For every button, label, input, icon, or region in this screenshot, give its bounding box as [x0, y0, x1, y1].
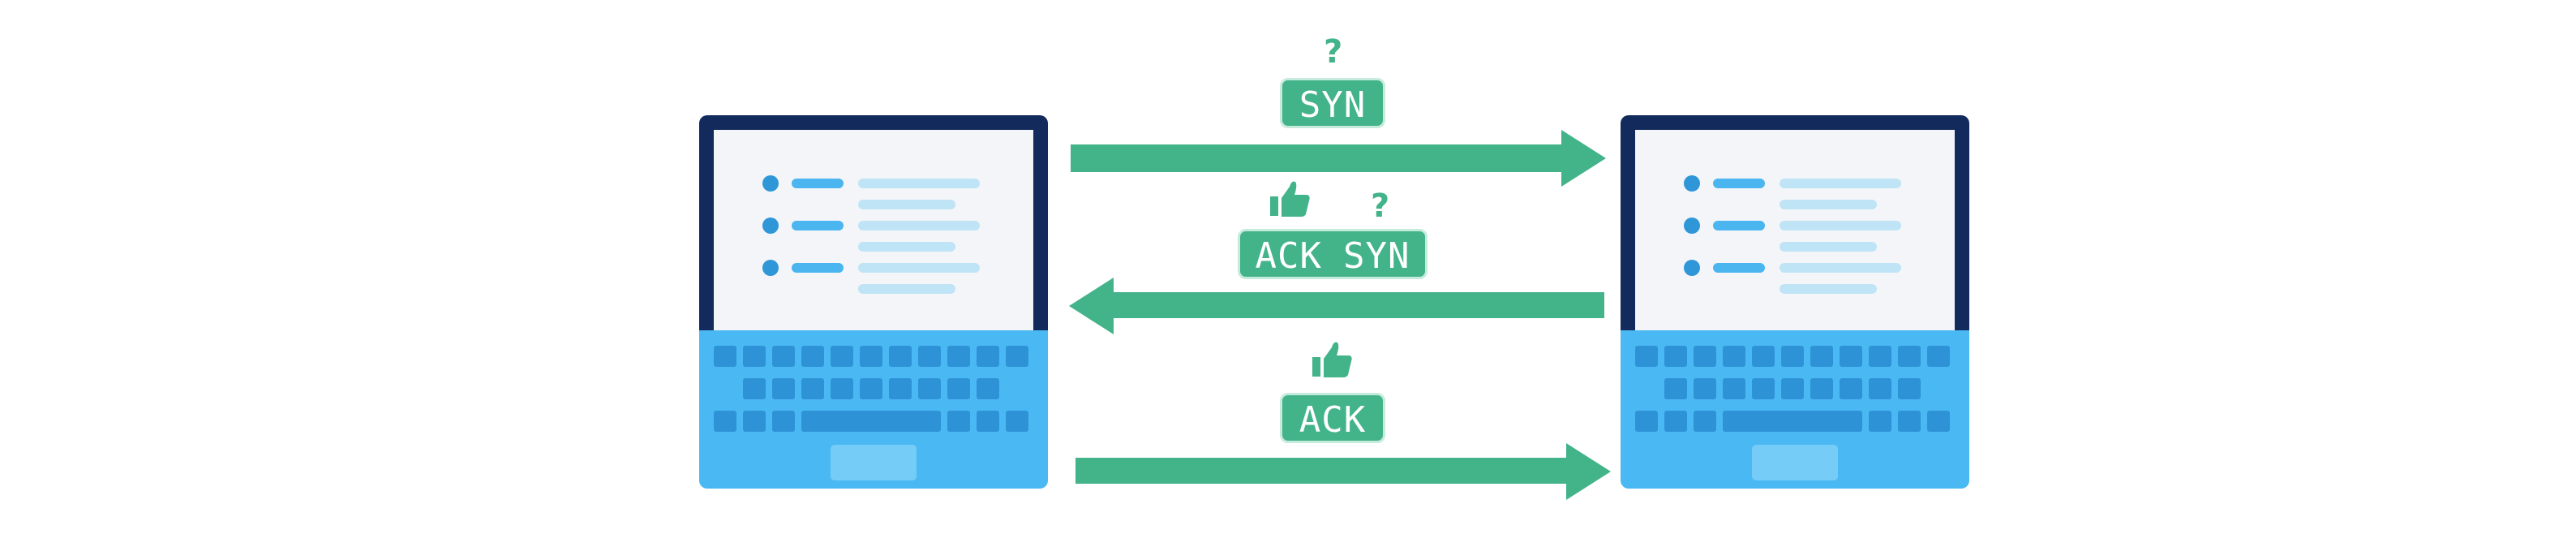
keyboard-key — [947, 346, 970, 367]
keyboard-key — [1635, 411, 1658, 432]
ack-label: ACK — [1280, 393, 1385, 443]
bullet-icon — [762, 260, 779, 276]
keyboard-key — [1781, 378, 1804, 399]
keyboard-key — [1723, 346, 1745, 367]
ack-syn-arrow-left — [1069, 278, 1604, 334]
keyboard-key — [889, 346, 912, 367]
ack-label-text: ACK — [1299, 399, 1367, 441]
keyboard-key — [1927, 346, 1950, 367]
keyboard-key — [977, 346, 999, 367]
bullet-icon — [1684, 260, 1700, 276]
keyboard-key — [772, 346, 795, 367]
keyboard-key — [860, 346, 882, 367]
keyboard-key — [1869, 411, 1891, 432]
keyboard-key — [1869, 378, 1891, 399]
keyboard-key — [1840, 346, 1862, 367]
keyboard-key — [947, 378, 970, 399]
keyboard-key — [801, 346, 824, 367]
keyboard-key — [714, 346, 736, 367]
keyboard-key — [743, 411, 766, 432]
thumbs-up-icon — [1312, 342, 1352, 377]
ack-syn-label-syn: SYN — [1343, 235, 1410, 277]
keyboard-key — [860, 378, 882, 399]
laptop-screen — [1635, 130, 1955, 330]
keyboard-key — [918, 346, 941, 367]
syn-label: SYN — [1280, 78, 1385, 128]
touchpad — [831, 445, 917, 480]
laptop-keyboard — [1621, 330, 1969, 489]
keyboard-key — [1898, 411, 1921, 432]
keyboard-key — [1694, 346, 1716, 367]
keyboard-key — [1810, 378, 1833, 399]
keyboard-key — [743, 378, 766, 399]
keyboard-key — [1840, 378, 1862, 399]
keyboard-key — [1694, 411, 1716, 432]
bullet-icon — [762, 175, 779, 192]
keyboard-key — [1006, 411, 1028, 432]
client-laptop — [699, 115, 1048, 489]
ack-arrow-right — [1075, 443, 1611, 500]
keyboard-key — [714, 411, 736, 432]
keyboard-key — [1635, 346, 1658, 367]
keyboard-key — [772, 411, 795, 432]
keyboard-key — [743, 346, 766, 367]
keyboard-spacebar — [1723, 411, 1862, 432]
keyboard-key — [1752, 346, 1775, 367]
keyboard-key — [1664, 378, 1687, 399]
bullet-icon — [762, 218, 779, 234]
keyboard-key — [977, 411, 999, 432]
keyboard-key — [1898, 346, 1921, 367]
syn-label-text: SYN — [1299, 84, 1367, 126]
keyboard-key — [1752, 378, 1775, 399]
keyboard-spacebar — [801, 411, 941, 432]
keyboard-key — [977, 378, 999, 399]
bullet-icon — [1684, 218, 1700, 234]
keyboard-key — [889, 378, 912, 399]
touchpad — [1752, 445, 1838, 480]
keyboard-key — [1781, 346, 1804, 367]
keyboard-key — [1723, 378, 1745, 399]
syn-arrow-right — [1071, 130, 1606, 187]
server-laptop — [1621, 115, 1969, 489]
question-mark-icon: ? — [1371, 187, 1390, 225]
keyboard-key — [918, 378, 941, 399]
keyboard-key — [772, 378, 795, 399]
keyboard-key — [1006, 346, 1028, 367]
keyboard-key — [801, 378, 824, 399]
keyboard-key — [1810, 346, 1833, 367]
keyboard-key — [947, 411, 970, 432]
laptop-screen — [714, 130, 1033, 330]
keyboard-key — [1898, 378, 1921, 399]
keyboard-key — [1869, 346, 1891, 367]
ack-syn-label-ack: ACK — [1255, 235, 1322, 277]
keyboard-key — [831, 378, 853, 399]
question-mark-icon: ? — [1324, 33, 1343, 71]
bullet-icon — [1684, 175, 1700, 192]
laptop-keyboard — [699, 330, 1048, 489]
keyboard-key — [1694, 378, 1716, 399]
ack-syn-label: ACK SYN — [1238, 229, 1428, 279]
keyboard-key — [831, 346, 853, 367]
keyboard-key — [1664, 411, 1687, 432]
thumbs-up-icon — [1270, 181, 1310, 217]
keyboard-key — [1664, 346, 1687, 367]
keyboard-key — [1927, 411, 1950, 432]
